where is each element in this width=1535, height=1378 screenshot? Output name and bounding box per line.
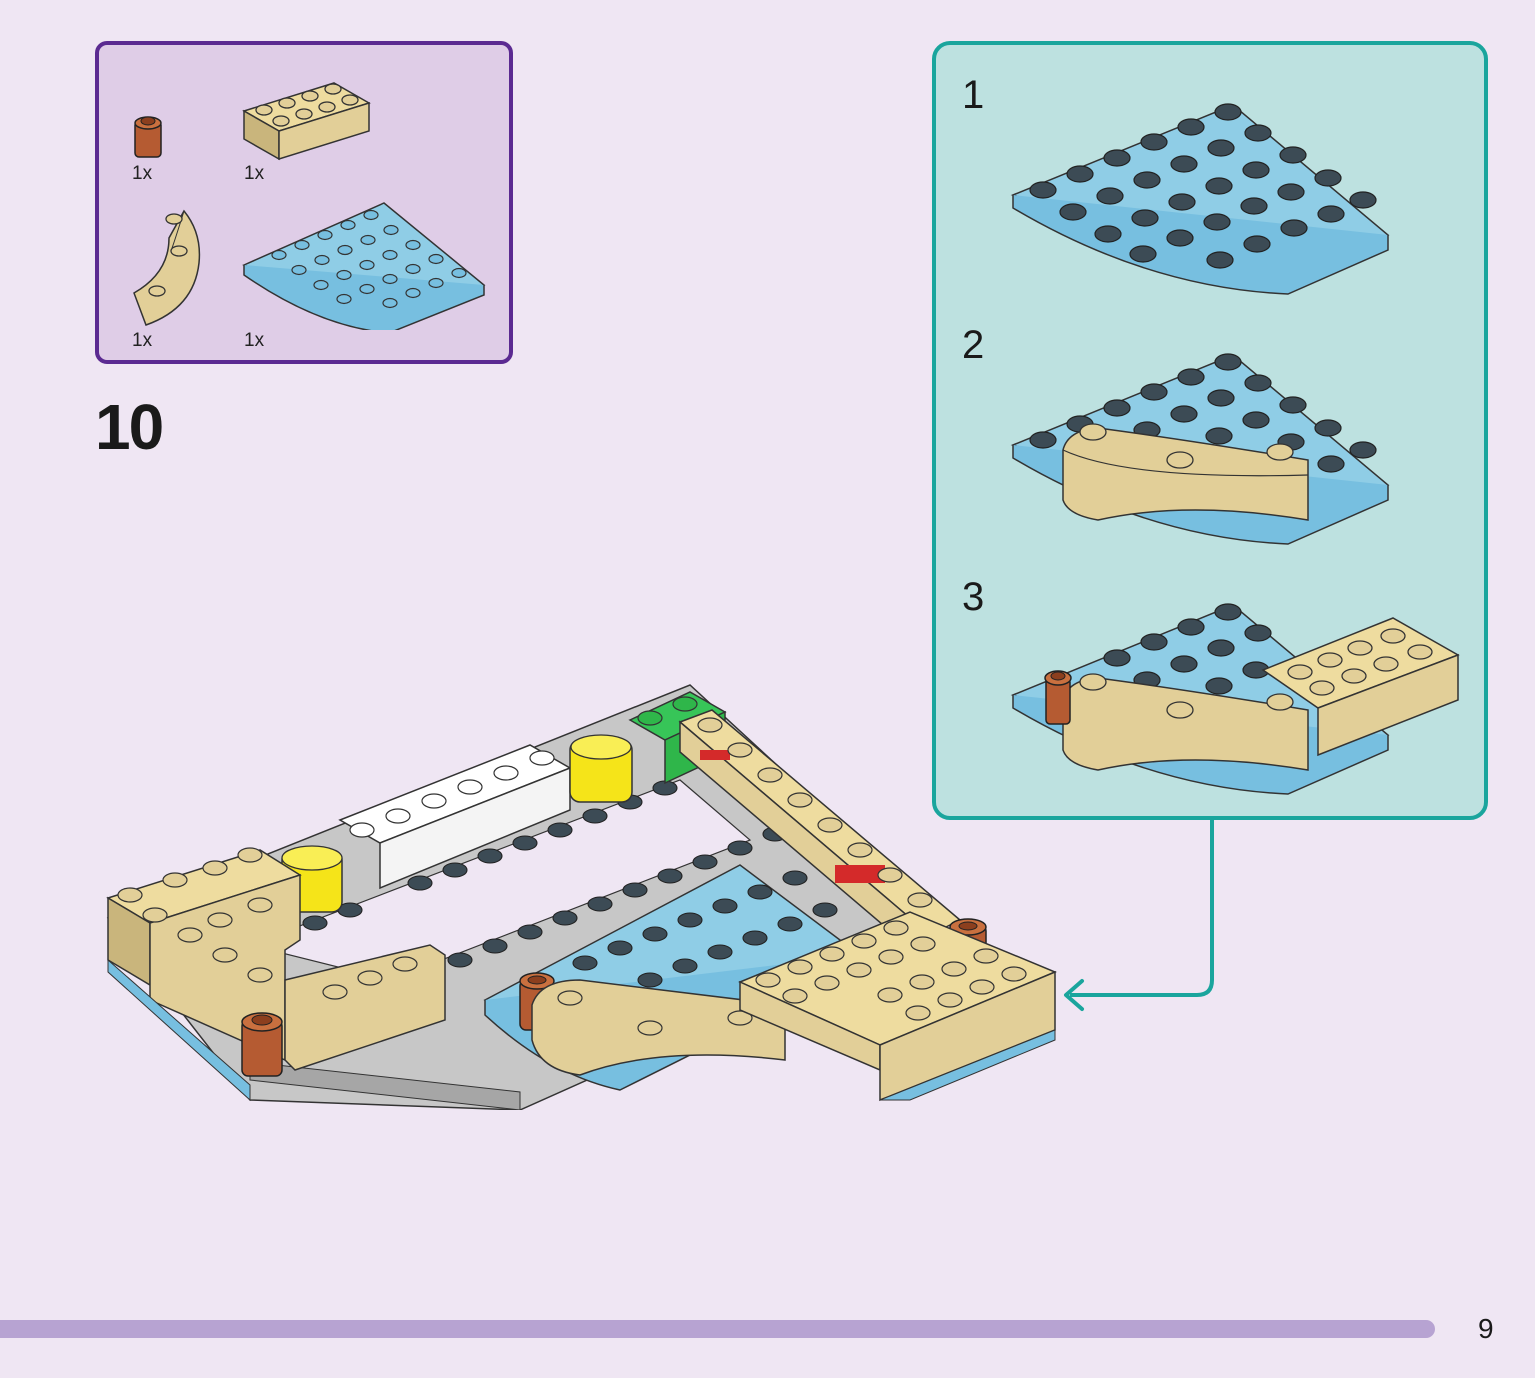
part-quantity: 1x bbox=[132, 163, 153, 184]
part-quantity: 1x bbox=[244, 163, 265, 184]
parts-list-panel: 1x 1x 1x 1x bbox=[95, 41, 513, 364]
part-quantity: 1x bbox=[132, 330, 153, 351]
main-model-figure bbox=[106, 684, 1057, 1110]
substep-number: 1 bbox=[962, 73, 985, 117]
azure-plate-icon bbox=[242, 202, 486, 330]
substep-1-figure bbox=[1010, 103, 1390, 295]
substeps-panel: 1 2 3 bbox=[932, 41, 1488, 820]
substep-number: 2 bbox=[962, 323, 985, 367]
substep-number: 3 bbox=[962, 575, 985, 619]
curved-brick-icon bbox=[133, 209, 201, 326]
part-quantity: 1x bbox=[244, 330, 265, 351]
page-number: 9 bbox=[1478, 1313, 1494, 1344]
substep-3-figure bbox=[1010, 603, 1460, 795]
footer-bar bbox=[0, 1320, 1435, 1338]
step-number: 10 bbox=[95, 391, 164, 463]
substep-2-figure bbox=[1010, 353, 1390, 545]
round-brick-icon bbox=[134, 116, 162, 158]
tan-brick-icon bbox=[242, 82, 371, 161]
